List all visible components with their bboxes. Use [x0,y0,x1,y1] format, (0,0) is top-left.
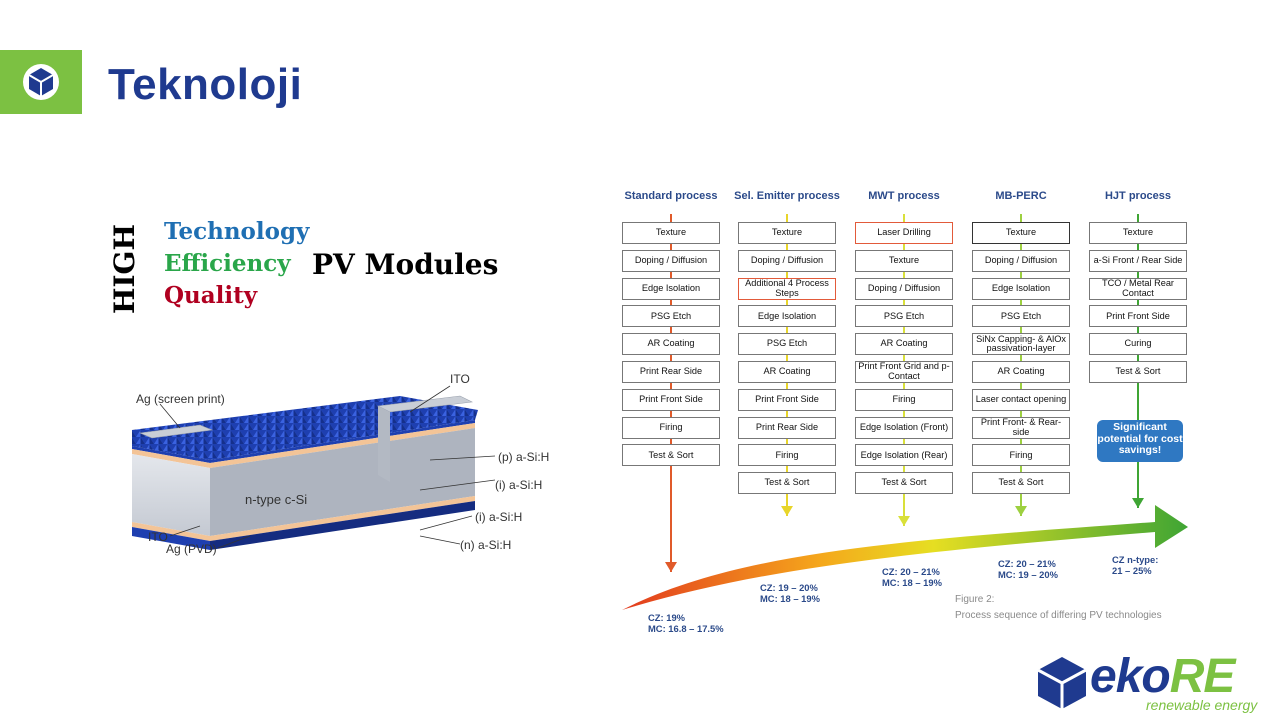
tagline-efficiency: Efficiency [164,250,291,277]
process-step-box: Edge Isolation [972,277,1070,300]
label-ag-pvd: Ag (PVD) [166,542,217,556]
process-step-box: Print Rear Side [622,361,720,383]
process-flow-arrowhead [781,506,793,516]
process-step-box: AR Coating [855,333,953,356]
process-step-box: Print Front- & Rear-side [972,416,1070,439]
efficiency-label: CZ n-type:21 – 25% [1112,554,1158,577]
process-step-box: Doping / Diffusion [972,249,1070,272]
process-step-box: Print Rear Side [738,416,836,439]
efficiency-line-1: CZ: 19 – 20% [760,582,818,593]
process-step-box: Test & Sort [622,444,720,467]
efficiency-label: CZ: 19%MC: 16.8 – 17.5% [648,612,724,635]
process-step-box: PSG Etch [972,305,1070,328]
process-step-box: Print Front Side [1089,305,1187,328]
efficiency-line-1: CZ n-type: [1112,554,1159,565]
process-step-box: Texture [972,222,1070,244]
process-step-box: Doping / Diffusion [622,249,720,272]
high-vertical-word: HIGH [108,224,141,314]
label-n-asi: (n) a-Si:H [460,538,512,552]
label-i-asi-bottom: (i) a-Si:H [475,510,523,524]
label-p-asi: (p) a-Si:H [498,450,550,464]
efficiency-line-1: CZ: 20 – 21% [998,558,1056,569]
process-step-box: Texture [738,222,836,244]
process-column-title: Sel. Emitter process [734,190,840,202]
efficiency-label: CZ: 19 – 20%MC: 18 – 19% [760,582,820,605]
process-step-box: Firing [855,388,953,411]
process-step-box: Firing [972,444,1070,467]
process-step-box: Print Front Grid and p-Contact [855,361,953,383]
tagline-technology: Technology [164,218,310,245]
hexagon-cube-icon [1037,657,1087,709]
brand-name: ekoRE [1090,649,1236,704]
figure-label: Figure 2: [955,594,995,605]
label-ito-bottom: ITO [148,530,168,544]
process-step-box: Laser Drilling [855,222,953,244]
process-step-box: SiNx Capping- & AlOx passivation-layer [972,333,1070,356]
efficiency-line-1: CZ: 20 – 21% [882,566,940,577]
label-ito-top: ITO [450,372,470,386]
process-step-box: Additional 4 Process Steps [738,277,836,300]
process-step-box: Laser contact opening [972,388,1070,411]
hjt-cell-illustration: Ag (screen print) ITO (p) a-Si:H (i) a-S… [100,360,550,600]
process-column-title: Standard process [624,190,718,202]
process-step-box: AR Coating [622,333,720,356]
label-n-type: n-type c-Si [245,492,308,507]
label-ag-screen: Ag (screen print) [136,392,225,406]
efficiency-line-2: MC: 19 – 20% [998,569,1058,581]
process-step-box: Firing [738,444,836,467]
process-column-title: MWT process [868,190,940,202]
process-step-box: Test & Sort [972,472,1070,495]
brand-tagline: renewable energy [1146,697,1258,713]
cell-layers-graphic [132,385,496,550]
process-step-box: Edge Isolation [622,277,720,300]
logo-tab [0,50,82,114]
process-step-box: Doping / Diffusion [738,249,836,272]
process-flow-arrowhead [1132,498,1144,508]
efficiency-label: CZ: 20 – 21%MC: 18 – 19% [882,566,942,589]
efficiency-line-2: MC: 18 – 19% [882,577,942,589]
cube-icon [23,64,59,100]
efficiency-line-2: MC: 16.8 – 17.5% [648,623,724,635]
page-title: Teknoloji [108,60,303,109]
process-step-box: Texture [1089,222,1187,244]
process-step-box: TCO / Metal Rear Contact [1089,277,1187,300]
ekore-brand-logo: ekoRE renewable energy [1034,650,1270,715]
process-step-box: Edge Isolation (Rear) [855,444,953,467]
efficiency-line-1: CZ: 19% [648,612,685,623]
process-step-box: PSG Etch [855,305,953,328]
process-step-box: AR Coating [972,361,1070,383]
process-step-box: Test & Sort [738,472,836,495]
process-step-box: Texture [622,222,720,244]
figure-caption: Process sequence of differing PV technol… [955,610,1162,621]
cost-savings-callout: Significant potential for cost savings! [1097,420,1183,462]
process-flow-arrowhead [1015,506,1027,516]
process-step-box: Test & Sort [855,472,953,495]
process-step-box: Doping / Diffusion [855,277,953,300]
process-column-title: MB-PERC [995,190,1047,202]
efficiency-line-2: 21 – 25% [1112,565,1152,577]
process-step-box: PSG Etch [738,333,836,356]
efficiency-line-2: MC: 18 – 19% [760,593,820,605]
pv-modules-label: PV Modules [312,248,499,281]
process-step-box: Edge Isolation [738,305,836,328]
process-step-box: Curing [1089,333,1187,356]
process-step-box: Print Front Side [738,388,836,411]
efficiency-label: CZ: 20 – 21%MC: 19 – 20% [998,558,1058,581]
process-step-box: AR Coating [738,361,836,383]
process-flow-arrowhead [665,562,677,572]
process-step-box: Firing [622,416,720,439]
process-step-box: Test & Sort [1089,361,1187,383]
process-step-box: a-Si Front / Rear Side [1089,249,1187,272]
process-step-box: Texture [855,249,953,272]
brand-name-re: RE [1169,650,1236,703]
brand-name-eko: eko [1090,650,1171,703]
process-step-box: PSG Etch [622,305,720,328]
process-column-title: HJT process [1104,190,1172,202]
process-flow-arrowhead [898,516,910,526]
label-i-asi-top: (i) a-Si:H [495,478,543,492]
process-step-box: Print Front Side [622,388,720,411]
process-step-box: Edge Isolation (Front) [855,416,953,439]
tagline-quality: Quality [164,282,258,309]
